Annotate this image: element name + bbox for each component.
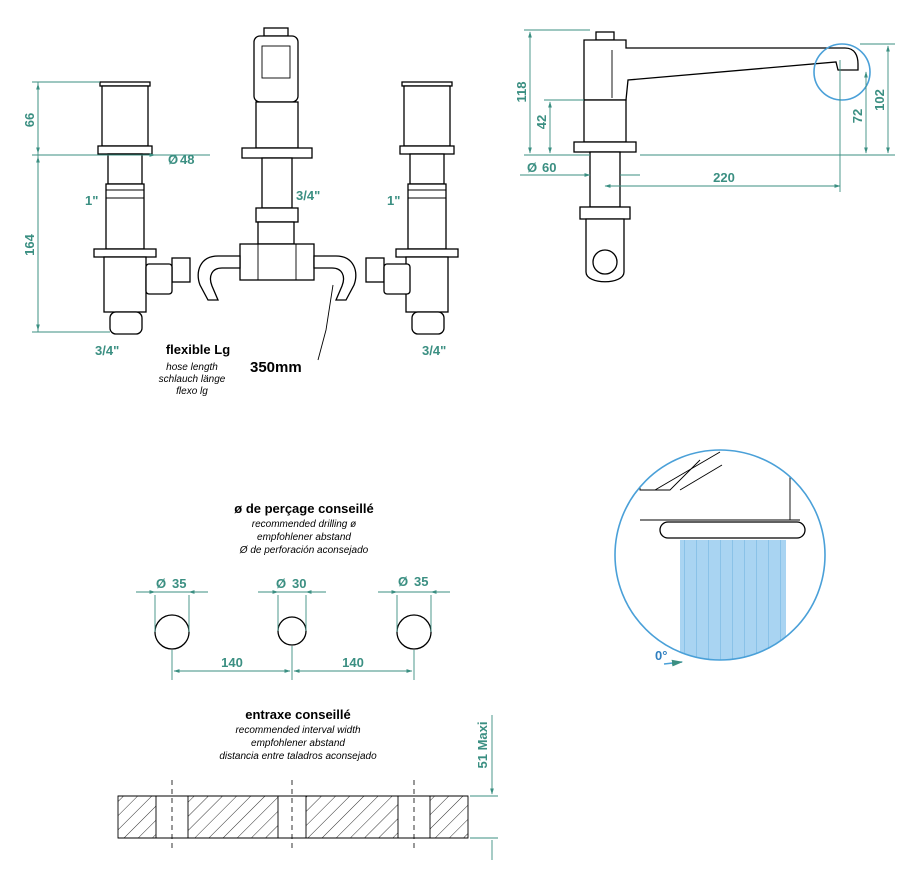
detail-angle: 0° xyxy=(655,648,667,663)
dim-max-thickness: 51 Maxi xyxy=(475,722,490,769)
dim-body-height: 164 xyxy=(22,233,37,255)
dim-spacing-left: 140 xyxy=(221,655,243,670)
drilling-line-de: empfohlener abstand xyxy=(257,532,351,543)
diameter-symbol: Ø xyxy=(527,160,537,175)
dim-outlet-left: 3/4" xyxy=(95,343,119,358)
dim-thread-left: 1" xyxy=(85,193,98,208)
dim-spout-height: 102 xyxy=(872,89,887,111)
diameter-symbol: Ø xyxy=(156,576,166,591)
interval-section: entraxe conseillé recommended interval w… xyxy=(117,707,498,860)
dim-base-diameter: 60 xyxy=(542,160,556,175)
dim-thread-center: 3/4" xyxy=(296,188,320,203)
interval-line-es: distancia entre taladros aconsejado xyxy=(219,751,377,762)
diameter-symbol: Ø xyxy=(398,574,408,589)
detail-marker-circle xyxy=(813,43,871,101)
hole-right xyxy=(396,614,432,650)
side-view: 118 42 102 72 Ø 60 220 xyxy=(514,29,895,283)
hole-center xyxy=(277,616,307,646)
hose-length: 350mm xyxy=(250,359,302,376)
dim-outlet-right: 3/4" xyxy=(422,343,446,358)
hose-line-de: schlauch länge xyxy=(159,374,226,385)
drilling-line-es: Ø de perforación aconsejado xyxy=(239,545,369,556)
detail-circle xyxy=(614,449,826,661)
dim-diameter: 48 xyxy=(180,152,194,167)
diameter-symbol: Ø xyxy=(168,152,178,167)
interval-line-en: recommended interval width xyxy=(235,725,360,736)
hoses xyxy=(145,255,411,301)
dim-hole-left: 35 xyxy=(172,576,186,591)
dim-spacing-right: 140 xyxy=(342,655,364,670)
dim-outlet-height: 72 xyxy=(850,109,865,123)
interval-line-de: empfohlener abstand xyxy=(251,738,345,749)
hose-line-en: hose length xyxy=(166,362,218,373)
drilling-title: ø de perçage conseillé xyxy=(234,501,373,516)
dim-spout-reach: 220 xyxy=(713,170,735,185)
drilling-line-en: recommended drilling ø xyxy=(252,519,357,530)
dim-height-lower: 42 xyxy=(534,115,549,129)
center-spout xyxy=(239,27,315,281)
dim-hole-center: 30 xyxy=(292,576,306,591)
dim-thread-right: 1" xyxy=(387,193,400,208)
front-view: 66 164 Ø 48 1" 1" 3/4" 3/4" 3/4" flexibl… xyxy=(22,27,459,397)
dim-height-total: 118 xyxy=(514,82,529,103)
drilling-section: ø de perçage conseillé recommended drill… xyxy=(136,501,450,680)
dim-hole-right: 35 xyxy=(414,574,428,589)
right-valve xyxy=(395,81,459,335)
left-valve xyxy=(93,81,157,335)
hose-title: flexible Lg xyxy=(166,342,230,357)
water-stream xyxy=(680,540,786,660)
diameter-symbol: Ø xyxy=(276,576,286,591)
outlet-detail: 0° xyxy=(614,449,826,667)
hole-left xyxy=(154,614,190,650)
interval-title: entraxe conseillé xyxy=(245,707,351,722)
hose-line-es: flexo lg xyxy=(176,386,208,397)
dim-handle-height: 66 xyxy=(22,113,37,127)
